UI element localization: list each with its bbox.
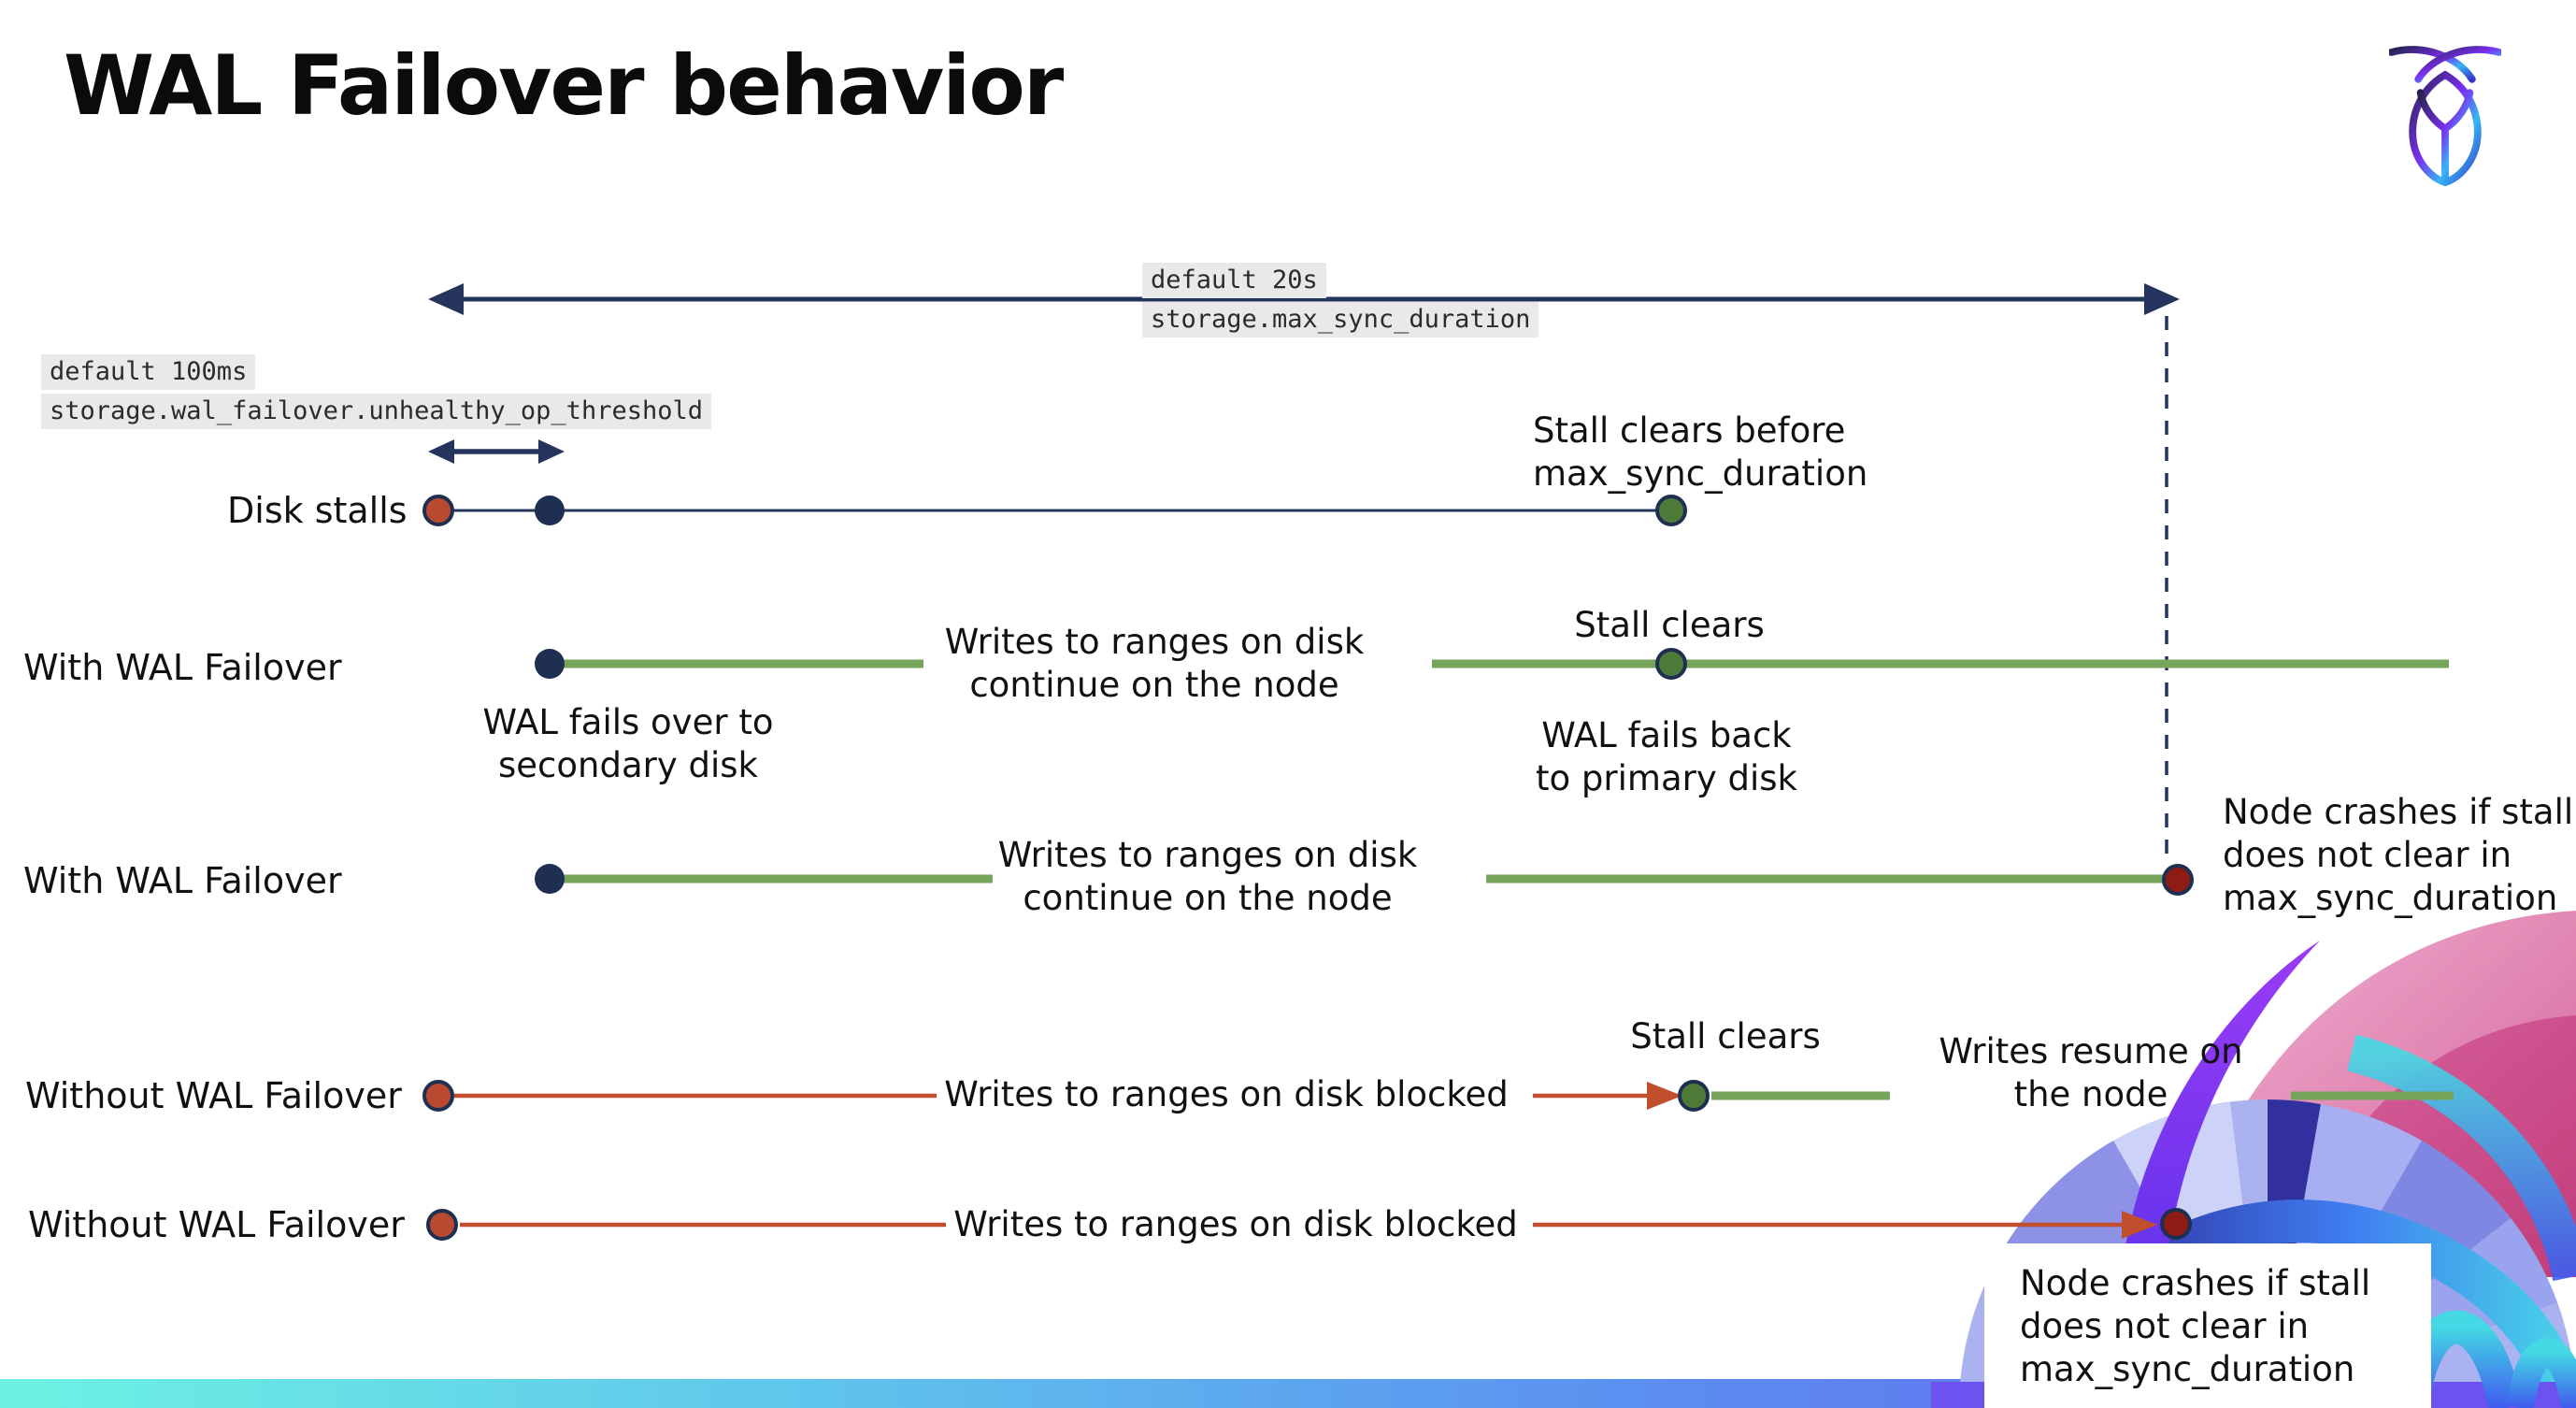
- logo-stem: [2416, 89, 2474, 182]
- stall-start-dot: [422, 1080, 454, 1112]
- stall-start-dot: [426, 1209, 458, 1241]
- row-with-wal-1-graphics: [535, 648, 2449, 680]
- annotation-writes-blocked-1: Writes to ranges on disk blocked: [944, 1074, 1509, 1114]
- stall-clears-dot: [1678, 1080, 1710, 1112]
- annotation-writes-continue-2: Writes to ranges on disk continue on the…: [997, 835, 1418, 918]
- annotation-stall-clears-2: Stall clears: [1630, 1016, 1821, 1056]
- node-crash-dot: [2160, 1208, 2192, 1240]
- annotation-wal-fails-back: WAL fails back to primary disk: [1536, 715, 1797, 798]
- art-pink-inner-arc: [2286, 1015, 2576, 1277]
- logo-antenna: [2389, 46, 2476, 83]
- unhealthy-op-default-label: default 100ms: [41, 354, 256, 390]
- max-sync-setting-label: storage.max_sync_duration: [1142, 302, 1539, 338]
- annotation-writes-continue-1: Writes to ranges on disk continue on the…: [944, 622, 1365, 705]
- cockroachdb-logo-icon: [2389, 46, 2501, 187]
- row-label-with-wal-2: With WAL Failover: [23, 860, 342, 901]
- page-title: WAL Failover behavior: [64, 37, 1064, 134]
- annotation-node-crashes-1: Node crashes if stall does not clear in …: [2223, 792, 2574, 918]
- annotation-stall-clears-1: Stall clears: [1574, 605, 1765, 645]
- node-crash-callout: Node crashes if stall does not clear in …: [1984, 1243, 2431, 1408]
- row-label-disk-stalls: Disk stalls: [227, 490, 408, 531]
- unhealthy-op-setting-label: storage.wal_failover.unhealthy_op_thresh…: [41, 394, 711, 429]
- annotation-writes-resume: Writes resume on the node: [1939, 1031, 2243, 1114]
- threshold-dot: [535, 496, 565, 525]
- row-label-without-wal-1: Without WAL Failover: [25, 1075, 402, 1116]
- row-label-without-wal-2: Without WAL Failover: [28, 1204, 405, 1245]
- failover-dot: [535, 649, 565, 679]
- logo-antenna: [2414, 46, 2501, 83]
- stall-start-dot: [422, 495, 454, 526]
- logo-body: [2409, 70, 2482, 187]
- annotation-node-crashes-2: Node crashes if stall does not clear in …: [2020, 1263, 2371, 1389]
- unhealthy-op-threshold-arrow: [428, 439, 565, 464]
- annotation-stall-clears-before: Stall clears before max_sync_duration: [1533, 410, 1868, 494]
- failover-dot: [535, 864, 565, 894]
- max-sync-default-label: default 20s: [1142, 263, 1326, 298]
- annotation-writes-blocked-2: Writes to ranges on disk blocked: [953, 1204, 1518, 1244]
- row-label-with-wal-1: With WAL Failover: [23, 647, 342, 688]
- stall-clears-dot: [1655, 648, 1687, 680]
- annotation-wal-fails-over: WAL fails over to secondary disk: [482, 702, 774, 785]
- row-disk-stalls-graphics: [422, 495, 1687, 526]
- blocked-arrowhead: [2122, 1211, 2157, 1239]
- stall-clears-dot: [1655, 495, 1687, 526]
- node-crash-dot: [2162, 864, 2194, 896]
- blocked-arrowhead: [1647, 1082, 1682, 1110]
